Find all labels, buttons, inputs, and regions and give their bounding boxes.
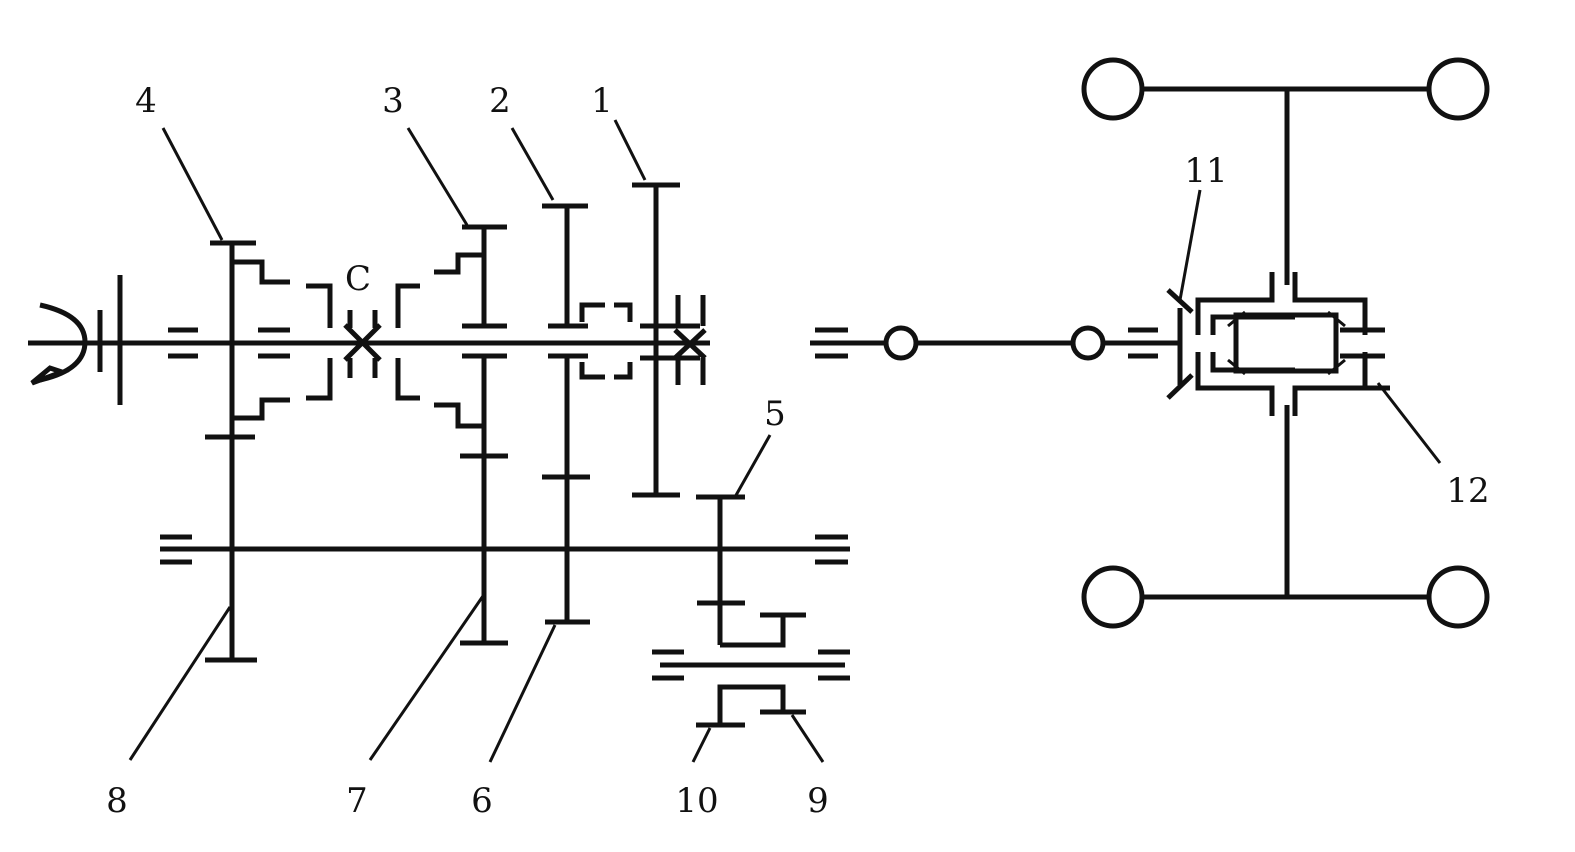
label-3: 3 bbox=[382, 81, 404, 121]
label-2: 2 bbox=[489, 81, 511, 121]
synchronizer-2-1 bbox=[579, 302, 633, 380]
label-7: 7 bbox=[346, 781, 368, 821]
labels: 4 3 2 1 C 5 11 12 8 7 6 10 9 bbox=[106, 81, 1489, 821]
label-6: 6 bbox=[471, 781, 493, 821]
label-8: 8 bbox=[106, 781, 128, 821]
main-shaft bbox=[28, 325, 1180, 361]
gear-3 bbox=[434, 224, 508, 646]
gear-4 bbox=[205, 240, 290, 663]
label-9: 9 bbox=[807, 781, 829, 821]
gear-2 bbox=[542, 203, 590, 625]
leader-lines bbox=[128, 119, 1442, 763]
clutch bbox=[30, 275, 123, 405]
label-1: 1 bbox=[591, 81, 613, 121]
axle-layout bbox=[1081, 57, 1490, 629]
gear-1 bbox=[632, 182, 707, 498]
label-12: 12 bbox=[1446, 471, 1489, 511]
differential bbox=[1166, 272, 1390, 416]
label-c: C bbox=[345, 259, 371, 299]
label-4: 4 bbox=[135, 81, 157, 121]
bearings bbox=[160, 327, 1158, 681]
label-11: 11 bbox=[1184, 151, 1227, 191]
label-10: 10 bbox=[675, 781, 718, 821]
label-5: 5 bbox=[764, 394, 786, 434]
synchronizer-c bbox=[306, 283, 420, 401]
reverse-gears bbox=[660, 494, 845, 728]
